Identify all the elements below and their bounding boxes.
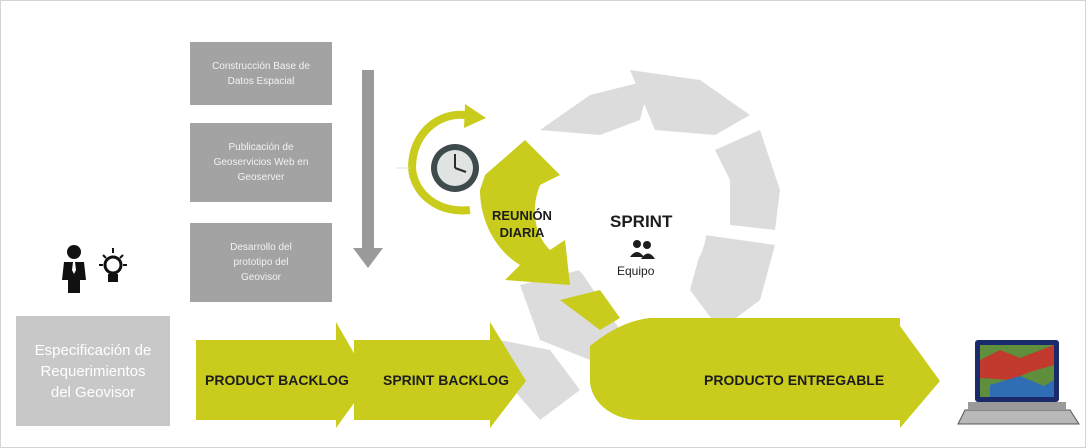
spec-line: del Geovisor — [50, 383, 136, 401]
backlog-arrows — [196, 290, 940, 428]
task-box-geoservicios: Publicación de Geoservicios Web en Geoserv… — [190, 123, 332, 202]
producto-entregable-label: PRODUCTO ENTREGABLE — [704, 372, 885, 388]
reunion-line: DIARIA — [499, 225, 545, 240]
task-line: Desarrollo del — [230, 242, 292, 253]
task-line: Publicación de — [228, 142, 294, 153]
task-box-base-datos: Construcción Base de Datos Espacial — [190, 42, 332, 105]
task-line: Datos Espacial — [227, 75, 295, 87]
reunion-diaria-arrow — [480, 140, 570, 285]
cycle-center — [563, 153, 707, 297]
sprint-backlog-label: SPRINT BACKLOG — [383, 372, 509, 388]
clock-icon — [396, 104, 486, 215]
spec-box: Especificación de Requerimientos del Geovi… — [16, 316, 170, 426]
down-arrow — [353, 70, 383, 268]
product-backlog-label: PRODUCT BACKLOG — [205, 372, 349, 388]
spec-line: Requerimientos — [40, 362, 146, 380]
sprint-cycle — [500, 70, 780, 420]
reunion-line: REUNIÓN — [492, 208, 552, 223]
spec-line: Especificación de — [34, 341, 152, 359]
reunion-diaria-label: REUNIÓN DIARIA — [492, 207, 552, 241]
task-line: Geoservicios Web en — [213, 157, 309, 168]
sprint-label: SPRINT — [610, 212, 673, 231]
team-icon — [630, 240, 655, 259]
task-boxes — [190, 42, 332, 302]
equipo-label: Equipo — [617, 264, 655, 278]
task-line: Geoserver — [237, 172, 285, 183]
task-line: prototipo del — [233, 257, 289, 268]
person-lightbulb-icon — [62, 245, 127, 293]
task-line: Geovisor — [240, 272, 281, 283]
laptop-map-icon — [957, 340, 1080, 425]
task-line: Construcción Base de — [212, 60, 310, 72]
